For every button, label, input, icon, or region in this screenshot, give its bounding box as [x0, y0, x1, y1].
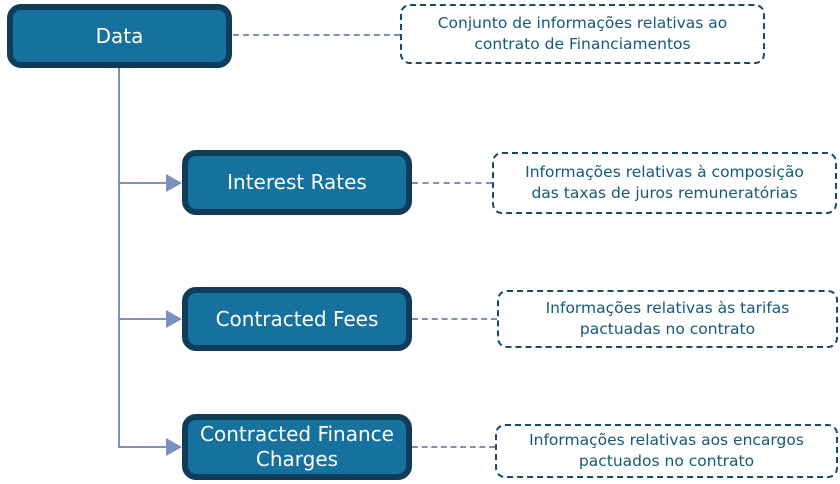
node-contracted-finance-charges: Contracted Finance Charges — [182, 414, 412, 480]
node-interest-rates: Interest Rates — [182, 150, 412, 215]
annotation-interest-rates: Informações relativas à composição das t… — [492, 152, 837, 214]
branch-line-interest-rates — [118, 182, 166, 184]
dashed-connector-data — [233, 34, 400, 36]
branch-arrow-contracted-finance-charges-icon — [166, 438, 182, 456]
dashed-connector-interest-rates — [412, 182, 492, 184]
branch-line-contracted-finance-charges — [118, 446, 166, 448]
annotation-data: Conjunto de informações relativas ao con… — [400, 4, 765, 64]
node-contracted-fees: Contracted Fees — [182, 287, 412, 351]
branch-arrow-contracted-fees-icon — [166, 310, 182, 328]
branch-line-contracted-fees — [118, 318, 166, 320]
node-data: Data — [7, 4, 232, 68]
branch-arrow-interest-rates-icon — [166, 174, 182, 192]
tree-trunk-line — [118, 68, 120, 448]
dashed-connector-contracted-fees — [412, 318, 497, 320]
annotation-contracted-fees: Informações relativas às tarifas pactuad… — [497, 290, 838, 348]
dashed-connector-contracted-finance-charges — [412, 446, 495, 448]
annotation-contracted-finance-charges: Informações relativas aos encargos pactu… — [495, 424, 838, 478]
